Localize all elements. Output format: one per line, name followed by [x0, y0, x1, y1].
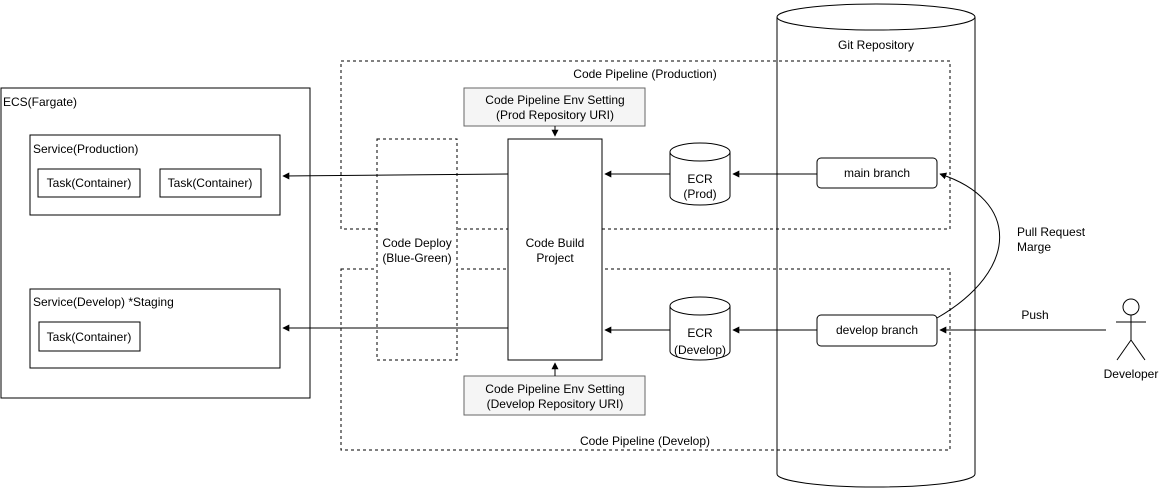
ecs-label: ECS(Fargate) — [3, 95, 77, 109]
ecr-develop-cylinder: ECR (Develop) — [669, 296, 731, 361]
service-develop-box: Service(Develop) *Staging Task(Container… — [29, 288, 281, 369]
code-deploy-box: Code Deploy (Blue-Green) — [376, 138, 458, 361]
pipeline-production-label: Code Pipeline (Production) — [573, 67, 716, 81]
service-production-label: Service(Production) — [33, 142, 138, 156]
pull-request-label-line2: Marge — [1017, 240, 1051, 254]
env-setting-prod-box: Code Pipeline Env Setting (Prod Reposito… — [463, 87, 646, 127]
ecr-prod-cylinder: ECR (Prod) — [669, 142, 731, 206]
code-build-label-line1: Code Build — [526, 236, 585, 250]
arrow-pull-request-develop-to-main — [936, 172, 1001, 319]
code-build-project-box: Code Build Project — [507, 138, 603, 361]
pipeline-develop-label: Code Pipeline (Develop) — [580, 434, 710, 448]
task-container-box — [37, 168, 141, 198]
task-container-label: Task(Container) — [47, 176, 132, 190]
env-setting-develop-line2: (Develop Repository URI) — [487, 397, 624, 411]
env-setting-develop-box: Code Pipeline Env Setting (Develop Repos… — [463, 375, 646, 416]
ecr-prod-label-line2: (Prod) — [683, 187, 716, 201]
ecr-develop-label-line2: (Develop) — [674, 343, 726, 357]
code-deploy-label-line1: Code Deploy — [382, 236, 451, 250]
develop-branch-box: develop branch — [816, 314, 938, 347]
pull-request-label-line1: Pull Request — [1017, 225, 1086, 239]
main-branch-label: main branch — [844, 166, 910, 180]
git-repository-cylinder: Git Repository — [776, 3, 976, 488]
ecr-prod-label-line1: ECR — [687, 172, 713, 186]
develop-branch-label: develop branch — [836, 323, 918, 337]
env-setting-prod-line1: Code Pipeline Env Setting — [485, 93, 624, 107]
service-develop-label: Service(Develop) *Staging — [33, 295, 174, 309]
push-label: Push — [1021, 308, 1048, 322]
task-container-box — [38, 321, 141, 352]
env-setting-develop-line1: Code Pipeline Env Setting — [485, 382, 624, 396]
ecr-develop-label-line1: ECR — [687, 326, 713, 340]
main-branch-box: main branch — [816, 157, 938, 189]
pipeline-develop-region: Code Pipeline (Develop) — [340, 268, 951, 451]
task-container-label: Task(Container) — [168, 176, 253, 190]
git-repository-label: Git Repository — [838, 38, 914, 52]
env-setting-prod-line2: (Prod Repository URI) — [496, 108, 614, 122]
code-deploy-label-line2: (Blue-Green) — [382, 251, 451, 265]
pipeline-production-region: Code Pipeline (Production) — [340, 60, 951, 230]
code-build-label-line2: Project — [536, 251, 574, 265]
service-production-box: Service(Production) Task(Container) Task… — [29, 134, 281, 216]
developer-label: Developer — [1104, 367, 1159, 381]
task-container-box — [159, 168, 262, 198]
task-container-label: Task(Container) — [47, 330, 132, 344]
developer-actor-icon — [1116, 298, 1146, 361]
arrow-codebuild-to-service-production — [282, 172, 509, 180]
